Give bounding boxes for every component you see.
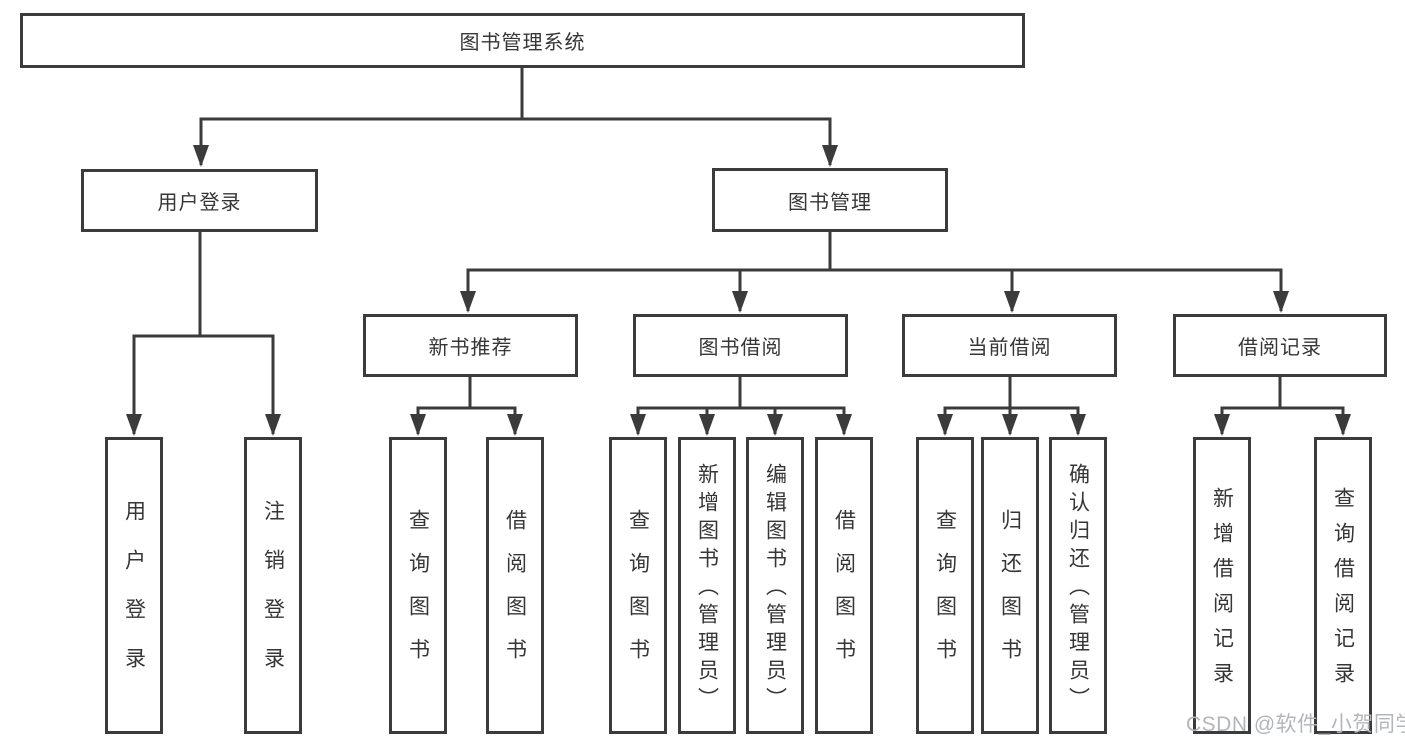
node-root-label: 图书管理系统 <box>459 32 586 54</box>
leaf-label: 确认归还（管理员） <box>1066 462 1090 715</box>
leaf-user-login: 用户登录 <box>105 437 163 734</box>
leaf-borrow-book: 借阅图书 <box>486 437 544 734</box>
leaf-return-book: 归还图书 <box>981 437 1039 734</box>
leaf-confirm-return-admin: 确认归还（管理员） <box>1049 437 1107 734</box>
node-label: 当前借阅 <box>967 337 1052 359</box>
leaf-label: 用户登录 <box>122 499 146 696</box>
leaf-label: 查询图书 <box>626 509 650 681</box>
leaf-query-book: 查询图书 <box>389 437 447 734</box>
leaf-label: 新增图书（管理员） <box>695 462 719 715</box>
leaf-borrow-book: 借阅图书 <box>815 437 873 734</box>
leaf-label: 查询图书 <box>406 509 430 681</box>
node-current-borrow: 当前借阅 <box>902 314 1117 377</box>
node-label: 新书推荐 <box>428 337 513 359</box>
node-label: 借阅记录 <box>1238 337 1322 359</box>
leaf-edit-book-admin: 编辑图书（管理员） <box>746 437 804 734</box>
leaf-label: 查询借阅记录 <box>1331 486 1355 697</box>
node-new-book-recommend: 新书推荐 <box>363 314 578 377</box>
node-borrow-records: 借阅记录 <box>1173 314 1387 377</box>
leaf-add-borrow-record: 新增借阅记录 <box>1193 437 1251 734</box>
leaf-query-borrow-record: 查询借阅记录 <box>1314 437 1372 734</box>
node-root: 图书管理系统 <box>20 13 1025 68</box>
leaf-label: 借阅图书 <box>503 509 527 681</box>
leaf-logout: 注销登录 <box>244 437 302 734</box>
node-label: 图书借阅 <box>698 337 783 359</box>
node-book-management: 图书管理 <box>712 168 948 232</box>
node-user-login: 用户登录 <box>81 169 318 232</box>
node-book-management-label: 图书管理 <box>788 191 872 214</box>
node-user-login-label: 用户登录 <box>157 192 242 214</box>
leaf-label: 注销登录 <box>261 499 285 696</box>
node-book-borrow: 图书借阅 <box>633 314 848 377</box>
leaf-query-book: 查询图书 <box>609 437 667 734</box>
leaf-label: 借阅图书 <box>832 509 856 681</box>
leaf-label: 编辑图书（管理员） <box>763 462 787 715</box>
leaf-label: 新增借阅记录 <box>1210 486 1234 697</box>
csdn-watermark: CSDN @软件_小贺同学 <box>1186 713 1405 736</box>
leaf-label: 查询图书 <box>933 509 957 681</box>
leaf-label: 归还图书 <box>998 509 1022 681</box>
leaf-query-book: 查询图书 <box>916 437 974 734</box>
leaf-add-book-admin: 新增图书（管理员） <box>678 437 736 734</box>
